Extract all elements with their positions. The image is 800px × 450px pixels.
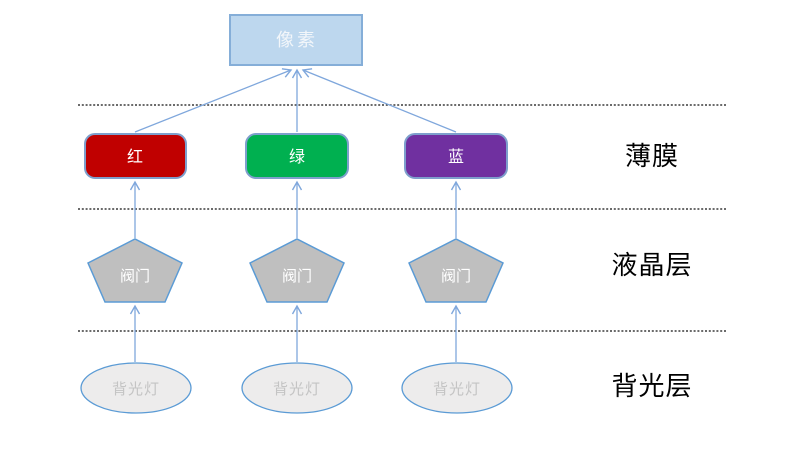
valve-node-2-shape [249,238,345,303]
film-node-blue-label: 蓝 [448,147,464,166]
valve-node-3: 阀门 [408,238,504,303]
layer-label-liquid-crystal: 液晶层 [611,251,692,281]
valve-node-3-shape [408,238,504,303]
valve-node-1-label: 阀门 [120,267,150,285]
arrows-valve-to-film [129,180,462,238]
backlight-node-1-shape [80,362,192,414]
backlight-node-2: 背光灯 [241,362,353,414]
backlight-node-1-label: 背光灯 [112,380,160,398]
pixel-node-label: 像素 [276,30,318,51]
backlight-node-3-shape [401,362,513,414]
film-node-red-label: 红 [127,147,143,166]
valve-node-1: 阀门 [87,238,183,303]
film-node-green-label: 绿 [289,147,305,166]
arrows-backlight-to-valve [129,304,462,362]
valve-node-2-label: 阀门 [282,267,312,285]
film-node-red: 红 [84,133,187,179]
valve-node-1-shape [87,238,183,303]
backlight-node-3: 背光灯 [401,362,513,414]
arrow-red-to-pixel [134,68,293,133]
layer-label-film: 薄膜 [625,142,679,172]
film-node-green: 绿 [245,133,349,179]
layer-label-backlight: 背光层 [611,372,692,402]
pixel-node-shape [229,14,363,66]
valve-node-3-label: 阀门 [441,267,471,285]
backlight-node-2-label: 背光灯 [273,380,321,398]
backlight-node-3-label: 背光灯 [433,380,481,398]
backlight-node-2-shape [241,362,353,414]
film-node-blue: 蓝 [404,133,508,179]
valve-node-2: 阀门 [249,238,345,303]
pixel-node: 像素 [229,14,363,66]
backlight-node-1: 背光灯 [80,362,192,414]
arrow-blue-to-pixel [301,68,457,133]
film-node-blue-shape [404,133,508,179]
arrows-film-to-pixel [134,68,457,133]
film-node-red-shape [84,133,187,179]
film-node-green-shape [245,133,349,179]
